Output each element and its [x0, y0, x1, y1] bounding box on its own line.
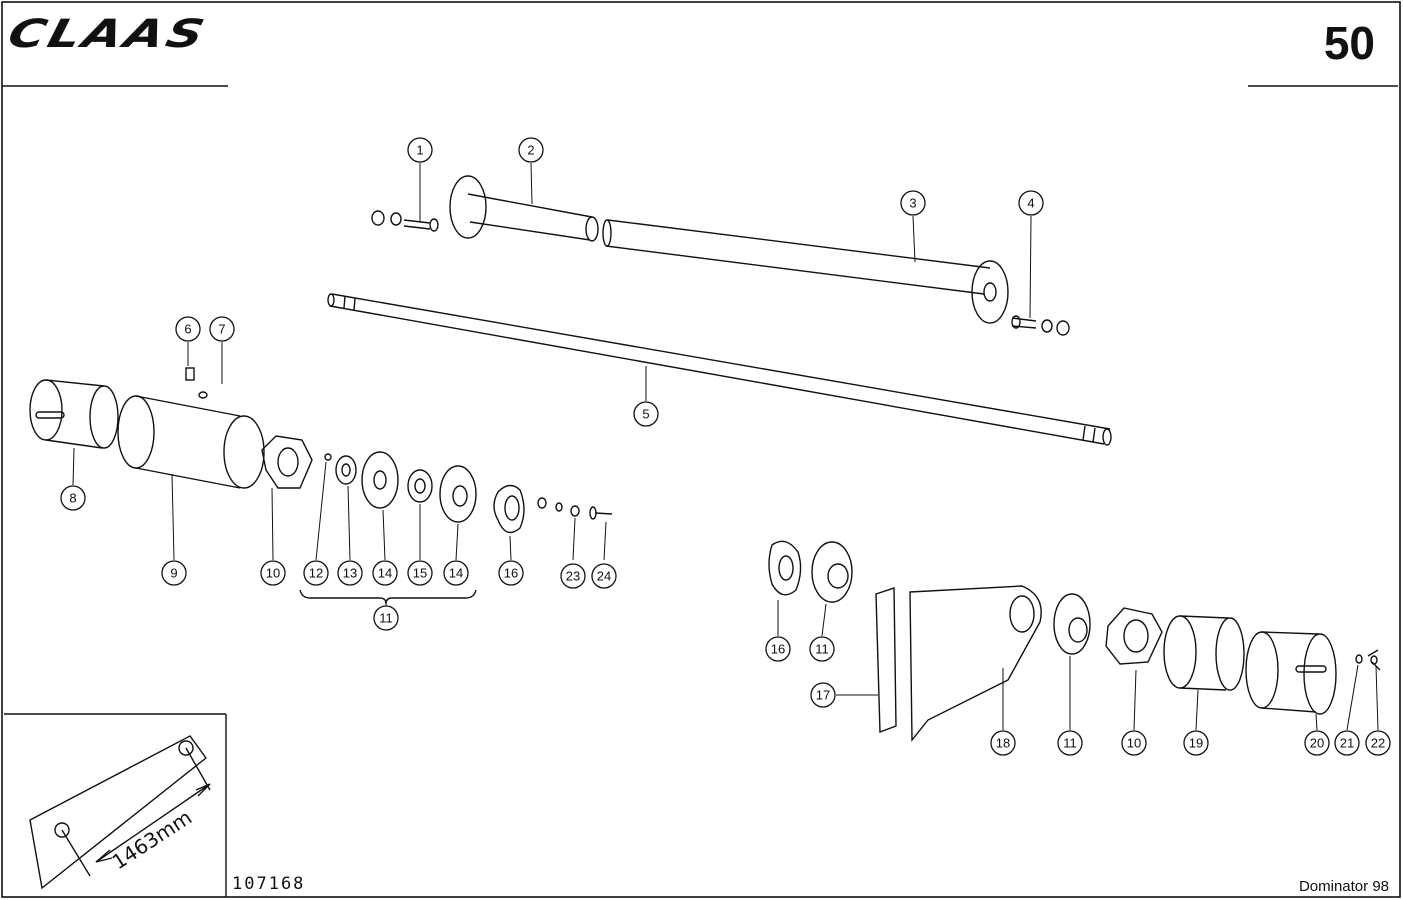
tube-assembly: [371, 175, 1070, 336]
callout-label: 3: [909, 196, 916, 211]
callout-label: 11: [815, 642, 829, 657]
callout-circle: [810, 682, 836, 708]
callout-5: 5: [633, 401, 659, 427]
callout-11: 11: [809, 636, 835, 662]
callout-label: 12: [309, 566, 323, 581]
drawing-number: 107168: [232, 874, 306, 894]
callout-2: 2: [518, 137, 544, 163]
callout-9: 9: [161, 560, 187, 586]
callout-circle: [1365, 730, 1391, 756]
callout-label: 20: [1310, 736, 1324, 751]
drive-shaft: [327, 293, 1112, 446]
callout-circle: [809, 636, 835, 662]
right-bracket-assembly: [768, 540, 1381, 742]
callout-label: 16: [771, 642, 785, 657]
callout-7: 7: [209, 316, 235, 342]
callout-circle: [407, 137, 433, 163]
callout-label: 2: [527, 143, 534, 158]
callout-label: 14: [378, 566, 392, 581]
callout-circle: [518, 137, 544, 163]
callout-20: 20: [1304, 730, 1330, 756]
callout-11: 11: [1057, 730, 1083, 756]
callout-label: 16: [504, 566, 518, 581]
callout-label: 24: [597, 569, 611, 584]
callout-10: 10: [260, 560, 286, 586]
callout-label: 18: [996, 736, 1010, 751]
callout-circle: [209, 316, 235, 342]
callout-12: 12: [303, 560, 329, 586]
callout-24: 24: [591, 563, 617, 589]
callout-label: 4: [1027, 196, 1034, 211]
left-hub-assembly: [29, 367, 613, 605]
callout-circle: [443, 560, 469, 586]
callout-14: 14: [443, 560, 469, 586]
callout-label: 9: [170, 566, 177, 581]
callout-circle: [1183, 730, 1209, 756]
inset-dimension-label: 1463mm: [108, 805, 196, 874]
callout-4: 4: [1018, 190, 1044, 216]
callout-circle: [60, 485, 86, 511]
callout-label: 10: [1127, 736, 1141, 751]
callout-circle: [633, 401, 659, 427]
callout-label: 23: [566, 569, 580, 584]
callout-circle: [990, 730, 1016, 756]
callout-label: 19: [1189, 736, 1203, 751]
callout-14: 14: [372, 560, 398, 586]
callout-23: 23: [560, 563, 586, 589]
claas-logo: CLAAS: [3, 10, 212, 57]
callout-3: 3: [900, 190, 926, 216]
callout-8: 8: [60, 485, 86, 511]
callout-label: 7: [218, 322, 225, 337]
callout-label: 15: [413, 566, 427, 581]
callout-circle: [1121, 730, 1147, 756]
callout-circle: [407, 560, 433, 586]
callout-circle: [1057, 730, 1083, 756]
callout-label: 11: [1063, 736, 1077, 751]
callout-label: 14: [449, 566, 463, 581]
callout-21: 21: [1334, 730, 1360, 756]
callout-circle: [591, 563, 617, 589]
callout-15: 15: [407, 560, 433, 586]
callout-11: 11: [373, 605, 399, 631]
callout-6: 6: [175, 316, 201, 342]
callout-circle: [175, 316, 201, 342]
callout-label: 17: [816, 688, 830, 703]
callout-circle: [560, 563, 586, 589]
callout-22: 22: [1365, 730, 1391, 756]
callout-circle: [161, 560, 187, 586]
callout-17: 17: [810, 682, 836, 708]
callout-label: 1: [416, 143, 423, 158]
model-name: Dominator 98: [1298, 878, 1389, 895]
callout-circle: [303, 560, 329, 586]
callout-label: 5: [642, 407, 649, 422]
page-number: 50: [1323, 17, 1375, 69]
callout-circle: [372, 560, 398, 586]
callout-1: 1: [407, 137, 433, 163]
callout-label: 8: [69, 491, 76, 506]
callout-circle: [498, 560, 524, 586]
callout-19: 19: [1183, 730, 1209, 756]
callout-label: 21: [1340, 736, 1354, 751]
callout-label: 10: [266, 566, 280, 581]
callout-18: 18: [990, 730, 1016, 756]
callout-label: 13: [343, 566, 357, 581]
inset-detail: [4, 713, 227, 897]
callout-circle: [1334, 730, 1360, 756]
callout-13: 13: [337, 560, 363, 586]
callout-circle: [765, 636, 791, 662]
callout-circle: [1018, 190, 1044, 216]
callout-label: 22: [1371, 736, 1385, 751]
callout-circle: [260, 560, 286, 586]
callout-circle: [337, 560, 363, 586]
callout-10: 10: [1121, 730, 1147, 756]
callout-16: 16: [765, 636, 791, 662]
callout-circle: [373, 605, 399, 631]
callout-circle: [900, 190, 926, 216]
callout-16: 16: [498, 560, 524, 586]
callout-label: 11: [379, 611, 393, 626]
callout-circle: [1304, 730, 1330, 756]
callout-label: 6: [184, 322, 191, 337]
